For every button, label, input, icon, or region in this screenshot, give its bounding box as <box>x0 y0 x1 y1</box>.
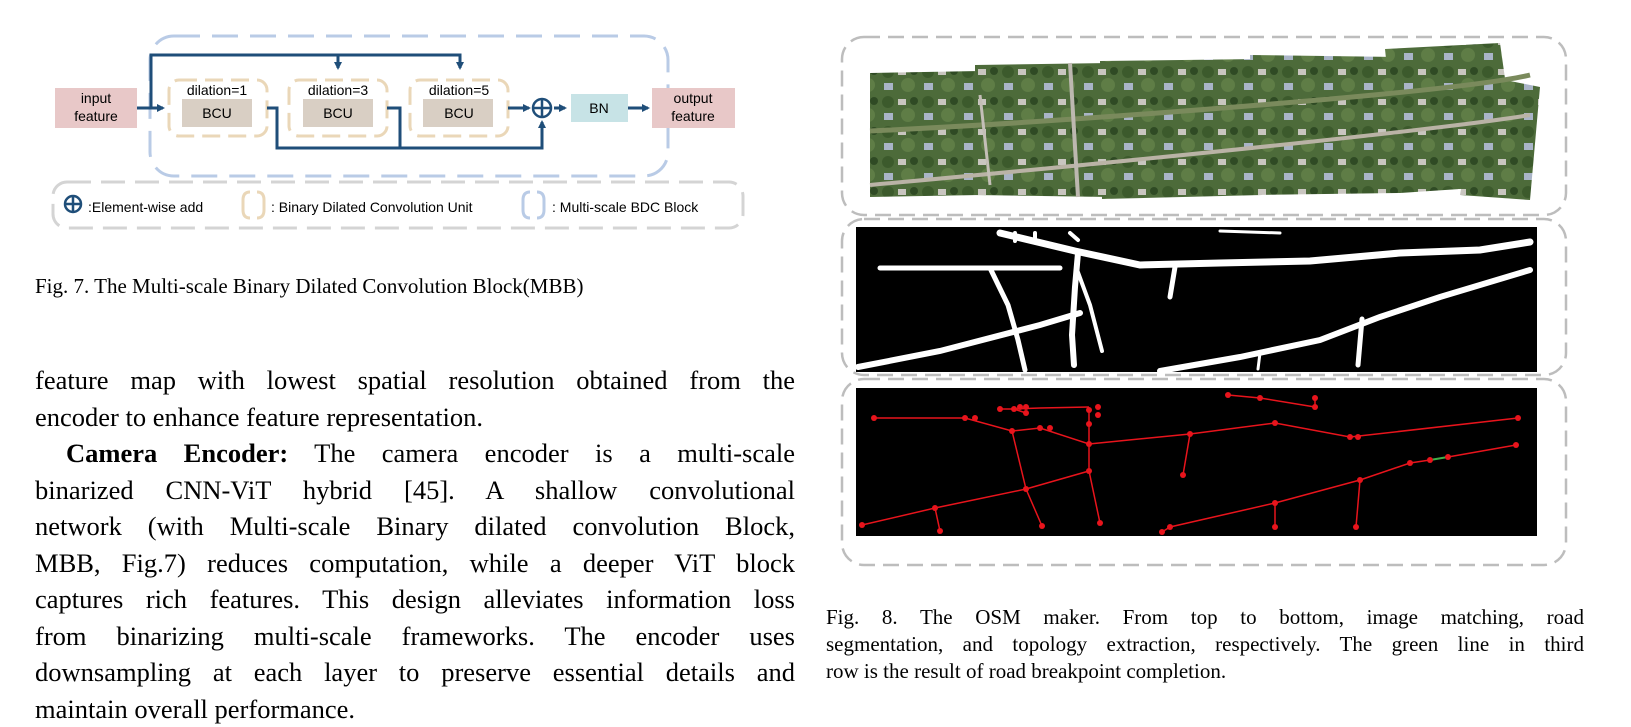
bcu-block-1: dilation=1 BCU <box>169 80 267 136</box>
svg-text:dilation=3: dilation=3 <box>308 82 369 98</box>
legend-mbb-icon <box>523 192 544 218</box>
input-feature-label-1: input <box>81 90 111 106</box>
fig7-diagram: input feature dilation=1 BCU dilation=3 … <box>45 30 785 240</box>
p2-line4: MBB, Fig.7) reduces computation, while a… <box>35 545 795 582</box>
svg-text:dilation=5: dilation=5 <box>429 82 490 98</box>
fig8-caption: Fig. 8. The OSM maker. From top to botto… <box>826 604 1584 685</box>
panel-road-segmentation <box>842 219 1566 375</box>
panel-image-matching <box>842 37 1566 215</box>
bcu-block-2: dilation=3 BCU <box>289 80 387 136</box>
p2-line1: Camera Encoder: The camera encoder is a … <box>35 435 795 472</box>
legend-add-icon <box>65 196 81 212</box>
fig8-caption-line-3: row is the result of road breakpoint com… <box>826 658 1584 685</box>
legend-bcu-label: : Binary Dilated Convolution Unit <box>271 199 473 215</box>
svg-text:BCU: BCU <box>444 105 474 121</box>
fig7-caption: Fig. 7. The Multi-scale Binary Dilated C… <box>35 273 795 300</box>
svg-text:BCU: BCU <box>323 105 353 121</box>
fig8-figure <box>840 35 1580 580</box>
p2-heading: Camera Encoder: <box>66 438 288 468</box>
p2-line8: maintain overall performance. <box>35 691 795 727</box>
p2-line1-rest: The camera encoder is a multi-scale <box>288 438 795 468</box>
p2-line5: captures rich features. This design alle… <box>35 581 795 618</box>
bn-label: BN <box>589 100 608 116</box>
fig8-caption-line-1: Fig. 8. The OSM maker. From top to botto… <box>826 604 1584 631</box>
element-wise-add-icon <box>533 99 551 117</box>
p1-line1: feature map with lowest spatial resoluti… <box>35 362 795 399</box>
svg-text:BCU: BCU <box>202 105 232 121</box>
legend-add-label: :Element-wise add <box>88 199 203 215</box>
input-feature-label-2: feature <box>74 108 118 124</box>
p2-line7: downsampling at each layer to preserve e… <box>35 654 795 691</box>
fig8-caption-line-2: segmentation, and topology extraction, r… <box>826 631 1584 658</box>
aerial-mosaic-image <box>870 43 1540 200</box>
p2-line3: network (with Multi-scale Binary dilated… <box>35 508 795 545</box>
output-feature-label-1: output <box>674 90 713 106</box>
output-feature-label-2: feature <box>671 108 715 124</box>
bcu-block-3: dilation=5 BCU <box>410 80 508 136</box>
panel-topology-extraction <box>842 379 1566 565</box>
svg-text:dilation=1: dilation=1 <box>187 82 248 98</box>
topology-canvas <box>856 388 1537 536</box>
body-text: feature map with lowest spatial resoluti… <box>35 362 795 727</box>
p1-line2: encoder to enhance feature representatio… <box>35 399 795 436</box>
p2-line6: from binarizing multi-scale frameworks. … <box>35 618 795 655</box>
p2-line2: binarized CNN-ViT hybrid [45]. A shallow… <box>35 472 795 509</box>
legend-mbb-label: : Multi-scale BDC Block <box>552 199 699 215</box>
legend-bcu-icon <box>243 192 264 218</box>
